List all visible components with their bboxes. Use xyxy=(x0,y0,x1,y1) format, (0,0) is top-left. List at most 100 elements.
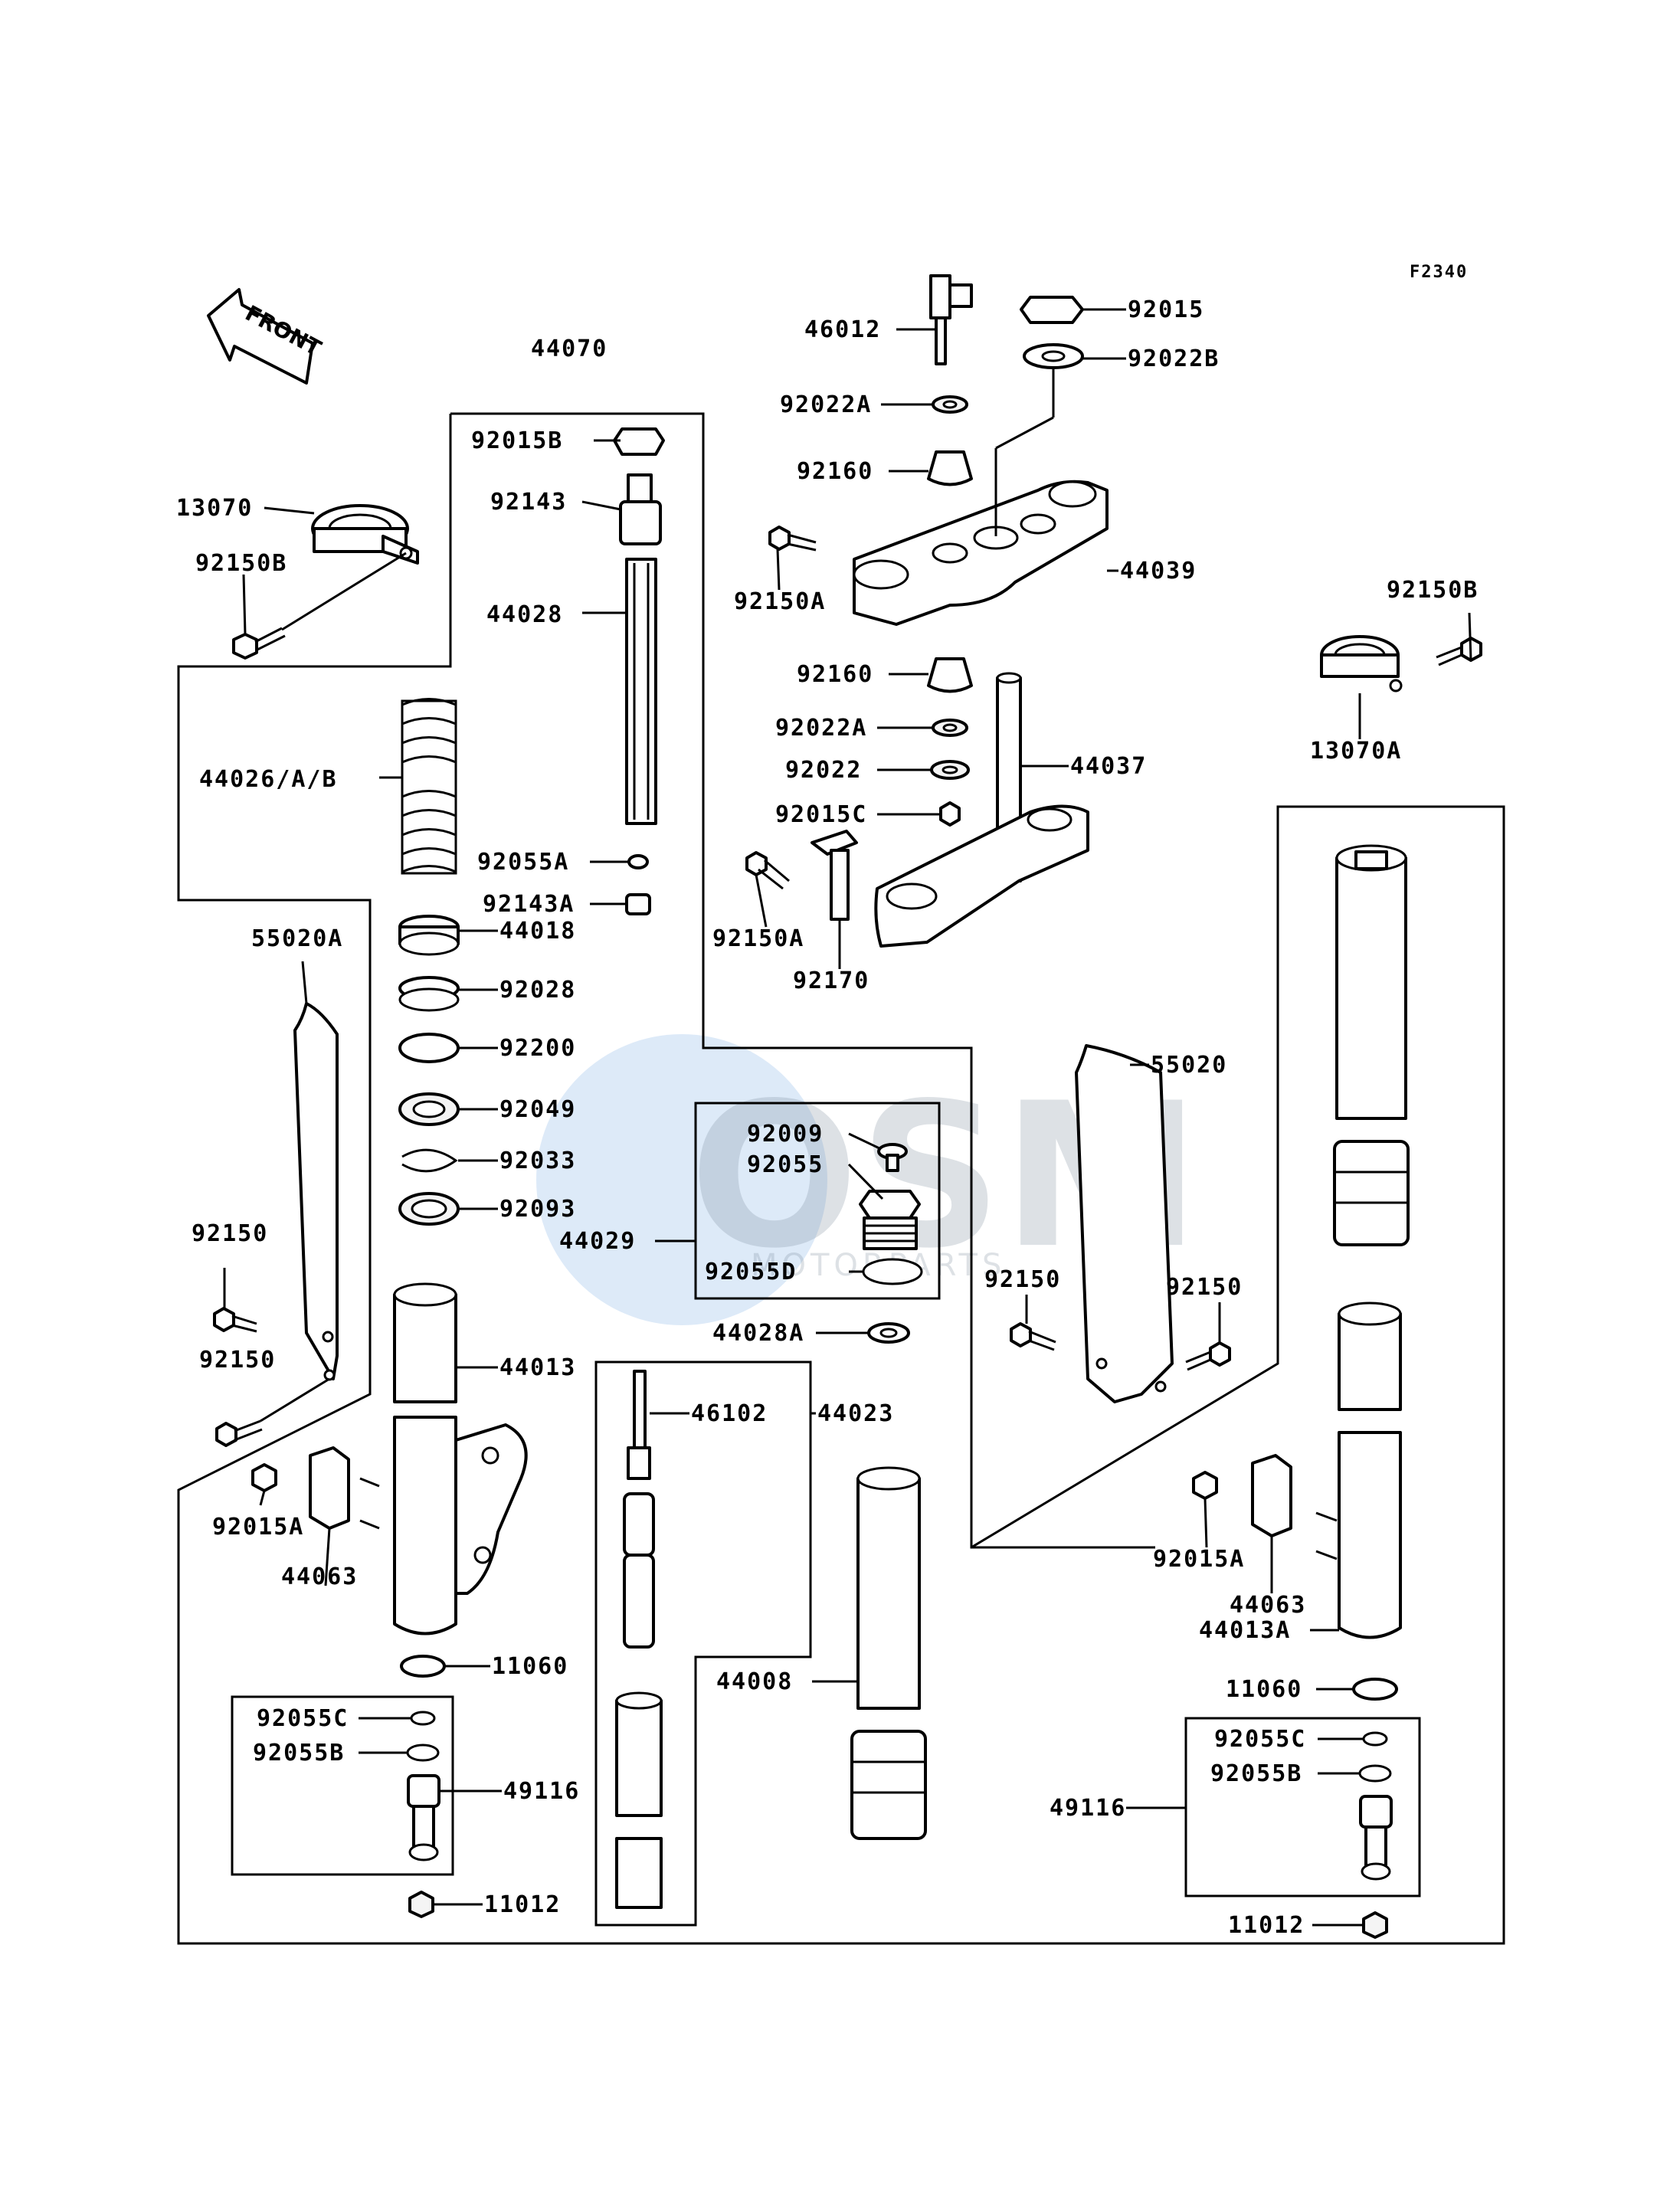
washer-92200-icon xyxy=(398,1033,460,1063)
group-box-44023 xyxy=(594,1360,812,1927)
oring-92055D-icon xyxy=(862,1258,923,1285)
bolt-92150A-top-icon xyxy=(768,526,817,552)
washer-11060-right-icon xyxy=(1352,1678,1398,1701)
valve-49116-left-icon xyxy=(407,1774,440,1861)
label-92150-left2: 92150 xyxy=(199,1347,276,1374)
label-92150-right2: 92150 xyxy=(1166,1274,1243,1301)
label-92049: 92049 xyxy=(499,1096,576,1123)
label-92055C-right: 92055C xyxy=(1214,1726,1306,1753)
label-92143A: 92143A xyxy=(483,891,575,918)
label-92170: 92170 xyxy=(793,968,869,994)
label-49116-left: 49116 xyxy=(503,1778,580,1805)
label-11012-left: 11012 xyxy=(484,1891,561,1918)
bushing-92160-mid-icon xyxy=(927,657,973,693)
bushing-44018-icon xyxy=(398,915,460,956)
label-44037: 44037 xyxy=(1070,753,1147,780)
inner-tube-right-icon xyxy=(1333,844,1410,1246)
fork-guard-55020-icon xyxy=(1075,1044,1174,1403)
label-92028: 92028 xyxy=(499,977,576,1004)
washer-92022A-mid-icon xyxy=(932,719,968,737)
label-44008: 44008 xyxy=(716,1668,793,1695)
outer-tube-44013A-icon xyxy=(1315,1302,1402,1639)
label-92143: 92143 xyxy=(490,489,567,516)
holder-44063-left-icon xyxy=(309,1446,380,1530)
label-92009: 92009 xyxy=(747,1121,824,1148)
label-92022A-mid: 92022A xyxy=(775,715,867,742)
bushing-92028-icon xyxy=(398,976,460,1012)
nut-92015A-right-icon xyxy=(1192,1471,1218,1500)
label-44063-left: 44063 xyxy=(281,1563,358,1590)
cylinder-unit-44023-icon xyxy=(615,1370,663,1909)
spring-44026-icon xyxy=(401,698,457,875)
label-44026: 44026/A/B xyxy=(199,766,338,793)
label-44028A: 44028A xyxy=(712,1320,804,1347)
figure-code: F2340 xyxy=(1410,263,1468,282)
washer-92022-icon xyxy=(930,760,970,780)
holder-44063-right-icon xyxy=(1251,1454,1292,1537)
label-44029: 44029 xyxy=(559,1228,636,1255)
label-13070A: 13070A xyxy=(1310,738,1402,765)
label-44063-right: 44063 xyxy=(1230,1592,1306,1619)
damper-rod-44028-icon xyxy=(625,558,657,825)
label-11060-right: 11060 xyxy=(1226,1676,1302,1703)
label-46102: 46102 xyxy=(691,1400,768,1427)
cap-bolt-44029-icon xyxy=(859,1190,921,1250)
label-92160-top: 92160 xyxy=(797,458,873,485)
oring-92055C-right-icon xyxy=(1362,1731,1388,1747)
clamp-13070-icon xyxy=(311,504,419,565)
label-92093: 92093 xyxy=(499,1196,576,1223)
fork-guard-55020A-icon xyxy=(293,1002,339,1381)
washer-92022A-top-icon xyxy=(932,395,968,414)
bolt-92150-left2-icon xyxy=(215,1377,330,1447)
bushing-92160-top-icon xyxy=(927,450,973,486)
nut-92015-icon xyxy=(1020,296,1084,324)
label-92150-right1: 92150 xyxy=(984,1266,1061,1293)
label-44018: 44018 xyxy=(499,918,576,945)
collar-92143-icon xyxy=(619,473,662,545)
valve-49116-right-icon xyxy=(1359,1795,1393,1881)
label-44013A: 44013A xyxy=(1199,1617,1291,1644)
label-92055A: 92055A xyxy=(477,849,569,876)
oring-92055C-left-icon xyxy=(410,1711,436,1726)
nut-92015C-icon xyxy=(939,801,961,827)
outer-tube-44013-icon xyxy=(393,1282,528,1635)
label-44039: 44039 xyxy=(1120,558,1197,584)
collar-92143A-icon xyxy=(625,893,651,915)
inner-tube-44008-icon xyxy=(850,1466,927,1840)
group-box-44029 xyxy=(694,1102,941,1300)
screw-92009-icon xyxy=(877,1143,908,1172)
label-55020A: 55020A xyxy=(251,925,343,952)
label-44023: 44023 xyxy=(817,1400,894,1427)
oil-seal-92049-icon xyxy=(398,1092,460,1126)
label-92200: 92200 xyxy=(499,1035,576,1062)
part-labels: 44070 92015B 92143 44028 44026/A/B 92055… xyxy=(176,296,1477,1939)
label-92022: 92022 xyxy=(785,757,862,784)
bolt-92150B-left-icon xyxy=(232,552,407,660)
oring-92055B-left-icon xyxy=(406,1744,440,1762)
label-92055: 92055 xyxy=(747,1151,824,1178)
label-92150A-mid: 92150A xyxy=(712,925,804,952)
cable-guide-92170-icon xyxy=(811,830,858,921)
label-92022B: 92022B xyxy=(1128,345,1220,372)
bolt-92150-right2-icon xyxy=(1185,1341,1231,1371)
label-92150B-left: 92150B xyxy=(195,550,287,577)
label-92015A-left: 92015A xyxy=(212,1514,304,1541)
seat-44028A-icon xyxy=(867,1322,910,1344)
stem-bracket-44037-icon xyxy=(874,672,1089,948)
label-11060-left: 11060 xyxy=(492,1653,568,1680)
dust-seal-92093-icon xyxy=(398,1192,460,1226)
label-92055D: 92055D xyxy=(705,1259,797,1285)
upper-bracket-44039-icon xyxy=(853,480,1109,626)
label-46012: 46012 xyxy=(804,316,881,343)
bolt-92150-right1-icon xyxy=(1010,1322,1056,1351)
label-92150-left1: 92150 xyxy=(192,1220,268,1247)
leader-lines xyxy=(223,308,1472,1927)
label-44028: 44028 xyxy=(486,601,563,628)
front-arrow-icon: FRONT xyxy=(207,288,326,385)
nut-92015B-icon xyxy=(613,427,665,456)
label-44013: 44013 xyxy=(499,1354,576,1381)
label-92015A-right: 92015A xyxy=(1153,1546,1245,1573)
label-92015: 92015 xyxy=(1128,296,1204,323)
label-92022A-top: 92022A xyxy=(780,391,872,418)
bolt-92150-left1-icon xyxy=(213,1307,257,1333)
